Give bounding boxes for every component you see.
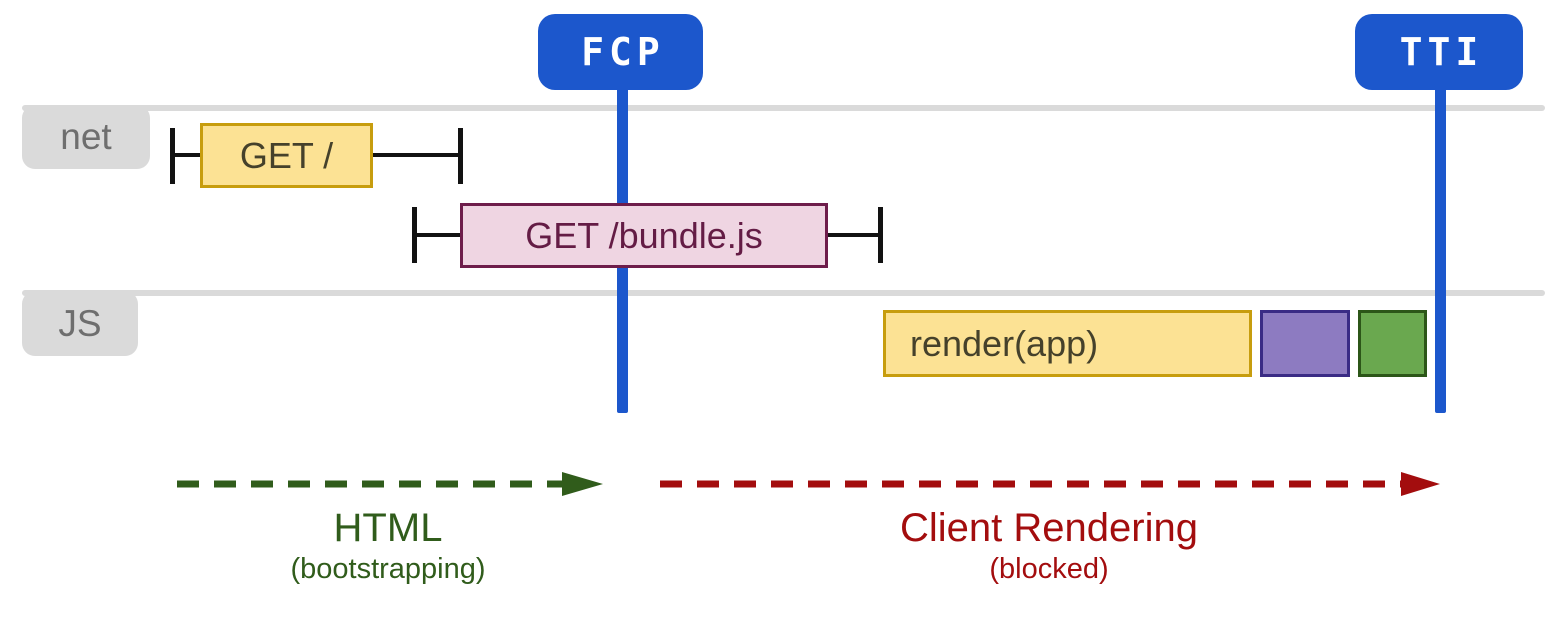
get-bundle-end-tick: [878, 207, 883, 263]
lane-label-js-text: JS: [58, 302, 102, 344]
client-rendering-phase-subtitle: (blocked): [989, 553, 1109, 585]
get-bundle-request-label: GET /bundle.js: [525, 214, 763, 256]
client-rendering-phase-title: Client Rendering: [900, 506, 1198, 550]
fcp-badge-label: FCP: [581, 30, 665, 74]
tti-badge: TTI: [1355, 14, 1523, 90]
tti-marker-line: [1435, 87, 1446, 413]
get-root-request-box: GET /: [200, 123, 373, 188]
html-phase-label: HTML (bootstrapping): [188, 506, 588, 588]
get-root-start-tick: [170, 128, 175, 184]
html-phase-arrowhead-icon: [562, 472, 603, 496]
html-phase-arrow: [177, 472, 603, 496]
net-lane-line: [22, 105, 1545, 111]
client-rendering-phase-arrow: [660, 472, 1440, 496]
tti-badge-label: TTI: [1399, 30, 1484, 74]
get-root-request-label: GET /: [239, 134, 334, 176]
lane-label-net-text: net: [60, 116, 112, 157]
js-lane-line: [22, 290, 1545, 296]
render-app-task-box: render(app): [883, 310, 1252, 377]
get-bundle-start-connector: [416, 233, 460, 237]
render-app-task-label: render(app): [910, 322, 1099, 364]
client-rendering-phase-arrowhead-icon: [1401, 472, 1440, 496]
purple-task-block: [1260, 310, 1350, 377]
get-bundle-request-box: GET /bundle.js: [460, 203, 828, 268]
get-bundle-start-tick: [412, 207, 417, 263]
lane-label-net: net: [22, 105, 150, 169]
html-phase-subtitle: (bootstrapping): [290, 553, 486, 585]
get-root-start-connector: [173, 153, 200, 157]
lane-label-js: JS: [22, 291, 138, 356]
get-bundle-end-connector: [828, 233, 878, 237]
client-rendering-phase-label: Client Rendering (blocked): [799, 506, 1299, 588]
get-root-end-connector: [373, 153, 460, 157]
html-phase-title: HTML: [333, 506, 443, 550]
green-task-block: [1358, 310, 1427, 377]
fcp-badge: FCP: [538, 14, 703, 90]
get-root-end-tick: [458, 128, 463, 184]
